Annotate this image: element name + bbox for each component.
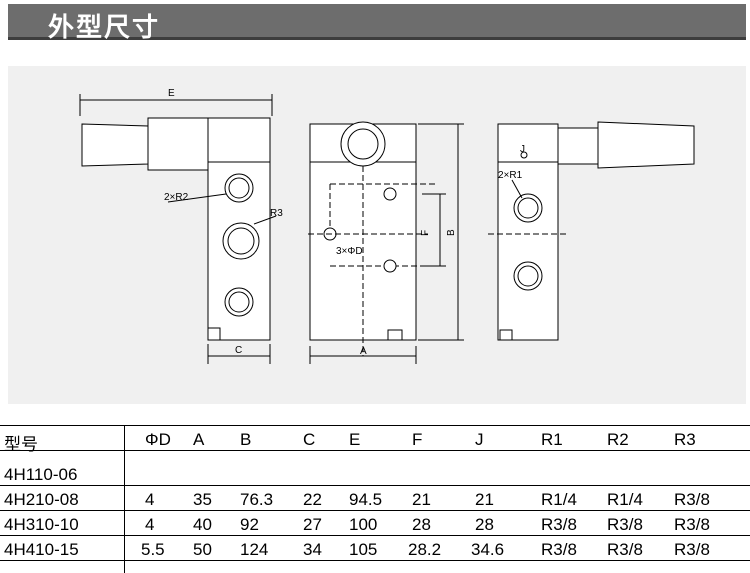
table-cell: 92 — [240, 515, 259, 534]
column-header: E — [349, 430, 361, 449]
label-c: C — [235, 345, 242, 356]
table-cell: 34 — [303, 540, 322, 559]
label-e: E — [168, 88, 175, 99]
column-header: ΦD — [145, 430, 171, 449]
label-j: J — [520, 144, 525, 155]
table-cell: R1/4 — [607, 490, 643, 509]
table-cell: 4H210-08 — [4, 490, 79, 509]
table-cell: 28 — [475, 515, 494, 534]
table-cell: R3/8 — [674, 515, 710, 534]
table-cell: 100 — [349, 515, 378, 534]
table-cell: 76.3 — [240, 490, 274, 509]
table-cell: R3/8 — [674, 540, 710, 559]
header: 外型尺寸 — [0, 0, 750, 46]
table-row: 4H110-06 — [0, 461, 750, 486]
table-row: 4H210-08 4 35 76.3 22 94.5 21 21 R1/4 R1… — [0, 486, 750, 511]
table-cell: 21 — [412, 490, 431, 509]
column-header: R3 — [674, 430, 696, 449]
header-bar: 外型尺寸 — [8, 4, 746, 43]
label-f: F — [420, 230, 431, 236]
table-cell: R3/8 — [674, 490, 710, 509]
table-cell: R3/8 — [607, 515, 643, 534]
table-cell: 35 — [193, 490, 212, 509]
table-cell: 4 — [145, 490, 155, 509]
table-cell: 22 — [303, 490, 322, 509]
label-r1-holes: 2×R1 — [498, 170, 523, 181]
table-cell: 4H110-06 — [4, 465, 78, 484]
label-r2-holes: 2×R2 — [164, 192, 189, 203]
column-header: F — [412, 430, 423, 449]
table-cell: R3/8 — [607, 540, 643, 559]
table-cell: 50 — [193, 540, 212, 559]
column-header: J — [475, 430, 484, 449]
table-cell: 94.5 — [349, 490, 383, 509]
table-header-row: 型号 ΦD A B C E F J R1 R2 R3 — [0, 425, 750, 454]
column-header: R1 — [541, 430, 563, 449]
page-title: 外型尺寸 — [48, 13, 161, 43]
table-row: 4H310-10 4 40 92 27 100 28 28 R3/8 R3/8 … — [0, 511, 750, 536]
table-cell: R3/8 — [541, 515, 577, 534]
label-r3: R3 — [270, 208, 283, 219]
table-cell: 124 — [240, 540, 269, 559]
table-cell: 27 — [303, 515, 322, 534]
dimension-drawing: E 2×R2 R3 C 3×ΦD F B A J 2×R1 — [8, 66, 746, 404]
drawing-svg: E 2×R2 R3 C 3×ΦD F B A J 2×R1 — [79, 88, 695, 364]
table-cell: 28.2 — [408, 540, 442, 559]
table-cell: 105 — [349, 540, 378, 559]
table-cell: 28 — [412, 515, 431, 534]
label-a: A — [360, 346, 367, 357]
table-cell: 4 — [145, 515, 155, 534]
column-header: A — [193, 430, 205, 449]
table-cell: 5.5 — [141, 540, 165, 559]
table-cell: 4H310-10 — [4, 515, 79, 534]
column-header: 型号 — [4, 435, 38, 454]
label-d-holes: 3×ΦD — [336, 246, 363, 257]
table-cell: R3/8 — [541, 540, 577, 559]
column-header: B — [240, 430, 252, 449]
column-header: R2 — [607, 430, 629, 449]
column-header: C — [303, 430, 316, 449]
table-cell: 21 — [475, 490, 494, 509]
table-cell: R1/4 — [541, 490, 577, 509]
table-row: 4H410-15 5.5 50 124 34 105 28.2 34.6 R3/… — [0, 536, 750, 561]
table-cell: 34.6 — [471, 540, 505, 559]
table-cell: 40 — [193, 515, 212, 534]
table-cell: 4H410-15 — [4, 540, 79, 559]
table-column-divider — [124, 425, 125, 573]
label-b: B — [446, 229, 457, 236]
